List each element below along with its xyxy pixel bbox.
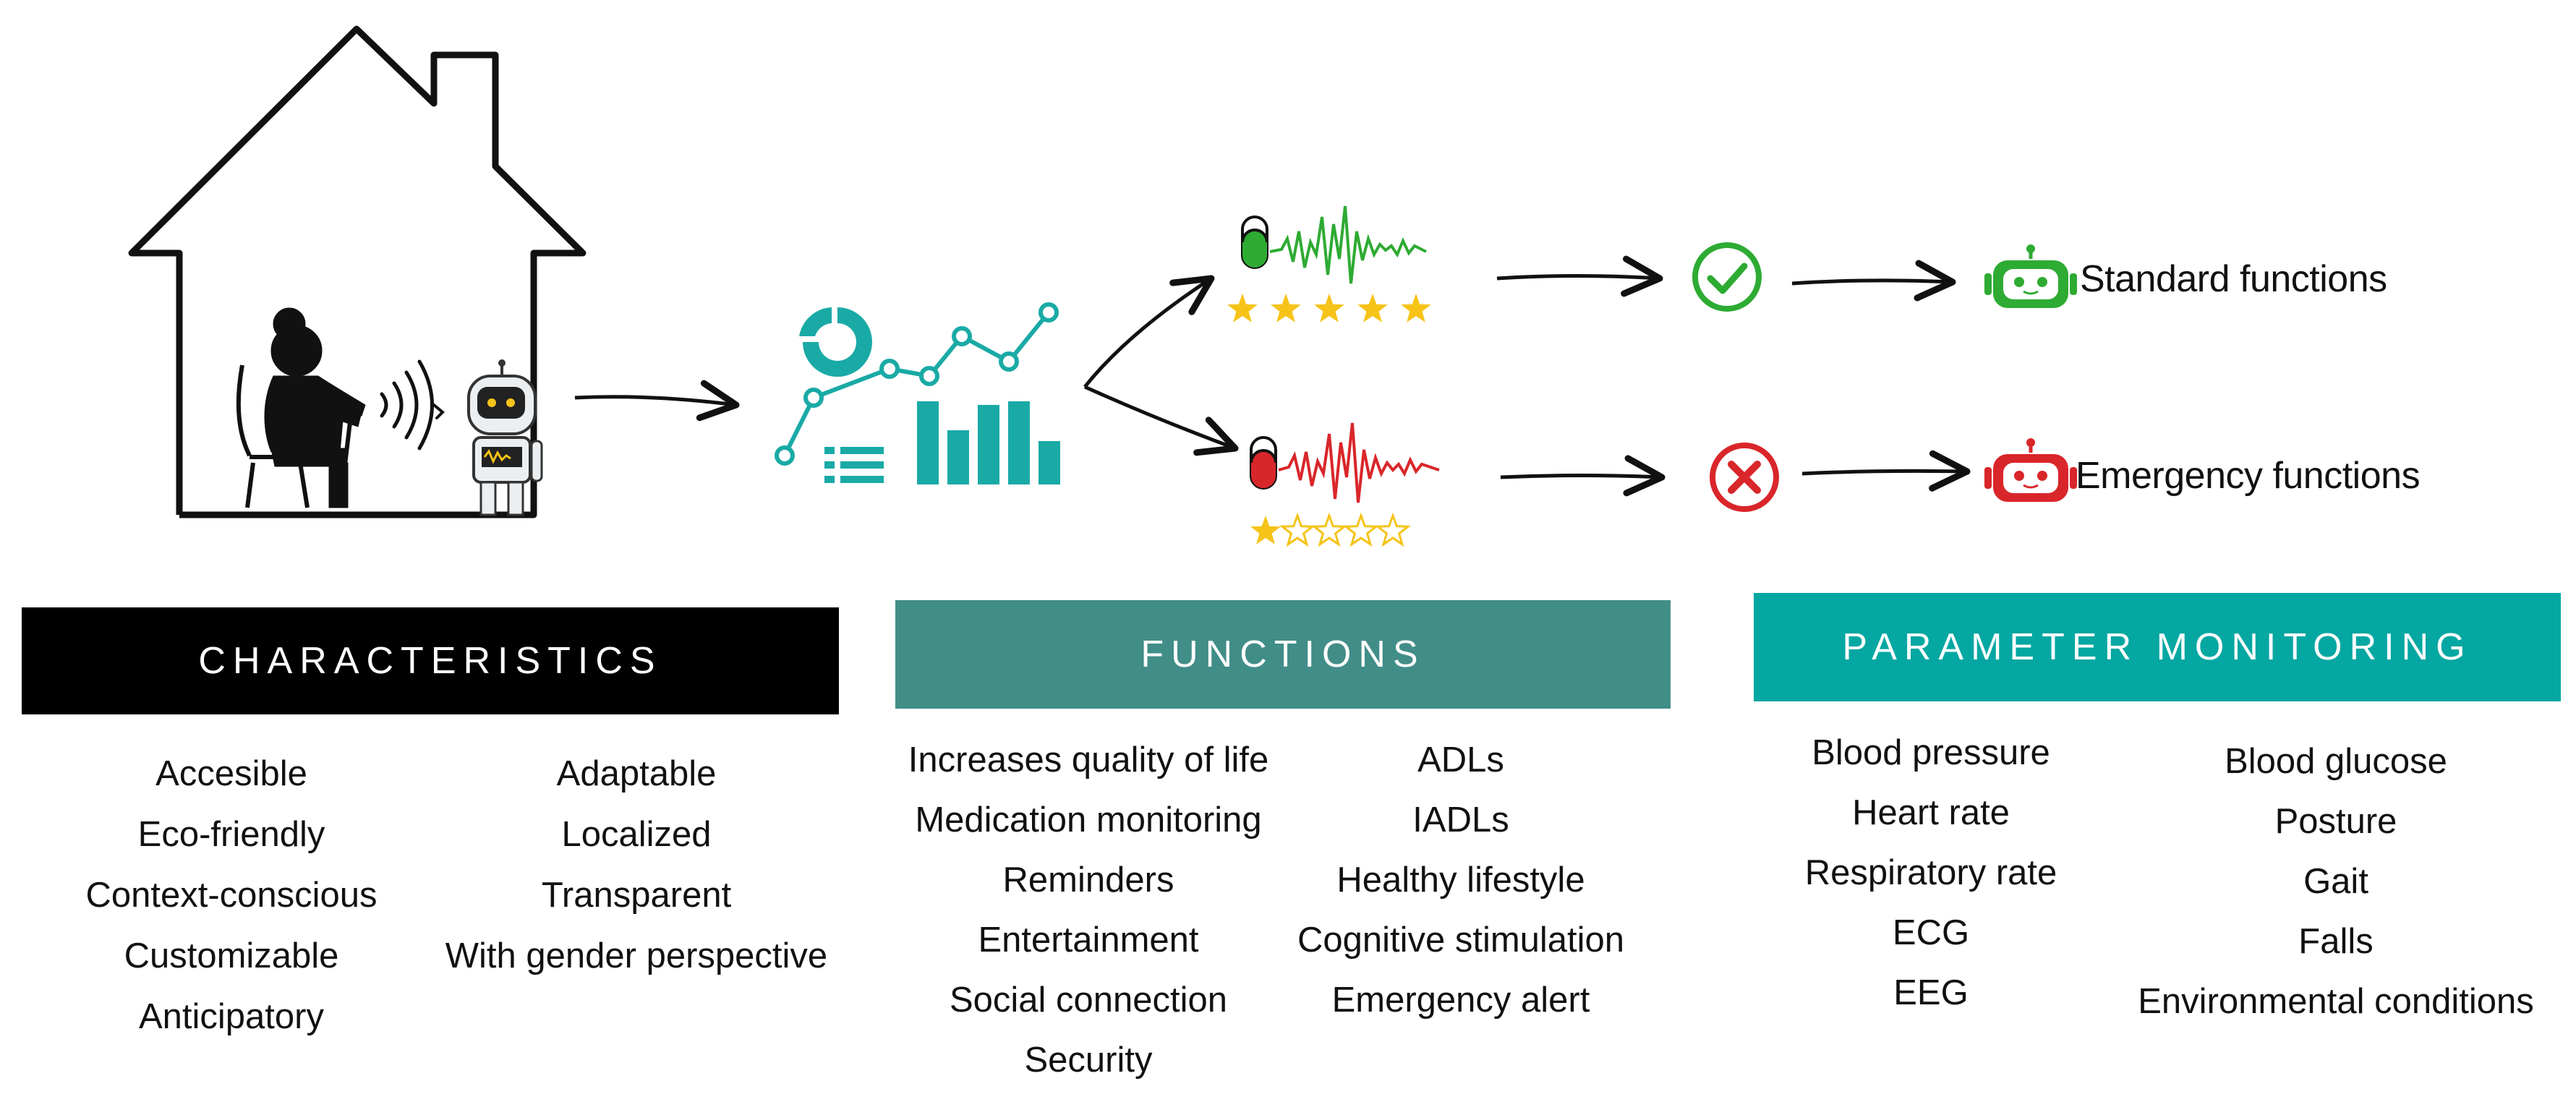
- list-item: EEG: [1893, 973, 1969, 1012]
- filled-star-icon: [1314, 294, 1344, 323]
- emergency-functions-label: Emergency functions: [2076, 455, 2421, 497]
- list-item: Healthy lifestyle: [1336, 860, 1585, 900]
- list-item: Entertainment: [978, 921, 1199, 960]
- list-item: Reminders: [1002, 860, 1174, 900]
- filled-star-icon: [1357, 294, 1388, 323]
- list-item: Medication monitoring: [915, 800, 1262, 840]
- list-item: Falls: [2298, 922, 2374, 961]
- arrow-to-check: [1496, 255, 1663, 297]
- standard-functions-label: Standard functions: [2080, 258, 2387, 300]
- green-robot-icon: [1984, 244, 2077, 308]
- list-item: Context-conscious: [85, 876, 378, 915]
- list-item: Blood glucose: [2225, 742, 2447, 781]
- list-item: Respiratory rate: [1804, 853, 2057, 892]
- good-reading-icon: [1241, 205, 1427, 284]
- list-item: Localized: [561, 815, 712, 854]
- red-robot-icon: [1984, 438, 2077, 502]
- poor-reading-icon: [1250, 422, 1440, 503]
- arrow-to-poor-reading: [1083, 385, 1239, 456]
- list-item: Gait: [2303, 862, 2368, 901]
- arrow-house-to-analytics: [574, 380, 740, 422]
- list-item: IADLs: [1412, 800, 1509, 840]
- arrow-to-emergency: [1801, 450, 1971, 492]
- list-item: Environmental conditions: [2138, 982, 2534, 1021]
- list-item: Cognitive stimulation: [1297, 921, 1625, 960]
- empty-star-icon: [1279, 512, 1316, 547]
- list-item: Accesible: [155, 754, 307, 793]
- list-item: With gender perspective: [445, 936, 828, 975]
- check-icon: [1692, 242, 1762, 312]
- empty-star-icon: [1310, 512, 1348, 547]
- filled-star-icon: [1271, 294, 1301, 323]
- elderly-person-icon: [236, 307, 366, 508]
- list-item: ADLs: [1417, 740, 1504, 779]
- empty-star-icon: [1342, 512, 1380, 547]
- list-item: Heart rate: [1852, 793, 2010, 832]
- arrow-to-good-reading: [1083, 275, 1215, 388]
- robot-icon: [467, 359, 543, 516]
- house-icon: [128, 25, 587, 518]
- list-item: Emergency alert: [1331, 981, 1590, 1020]
- filled-star-icon: [1250, 516, 1281, 544]
- analytics-icon: [775, 302, 1060, 484]
- filled-star-icon: [1227, 294, 1258, 323]
- list-item: Security: [1024, 1041, 1153, 1080]
- empty-star-icon: [1374, 512, 1412, 547]
- list-item: Posture: [2274, 802, 2397, 841]
- arrow-to-cross: [1500, 455, 1666, 497]
- good-rating-stars: [1227, 294, 1431, 323]
- list-item: Increases quality of life: [908, 740, 1269, 779]
- parameter-monitoring-header: PARAMETER MONITORING: [1754, 593, 2561, 701]
- list-item: ECG: [1892, 913, 1970, 952]
- list-item: Eco-friendly: [137, 815, 325, 854]
- arrow-to-standard: [1791, 260, 1956, 302]
- poor-rating-stars: [1250, 512, 1412, 547]
- functions-header: FUNCTIONS: [895, 600, 1671, 709]
- list-item: Adaptable: [556, 754, 717, 793]
- list-item: Transparent: [541, 876, 732, 915]
- list-item: Social connection: [949, 981, 1228, 1020]
- top-diagram: [128, 25, 2077, 547]
- list-item: Anticipatory: [138, 997, 324, 1036]
- list-item: Blood pressure: [1812, 733, 2050, 772]
- list-item: Customizable: [124, 936, 339, 975]
- cross-icon: [1710, 443, 1779, 512]
- characteristics-header: CHARACTERISTICS: [22, 607, 839, 714]
- sound-waves-icon: [380, 359, 445, 450]
- filled-star-icon: [1401, 294, 1431, 323]
